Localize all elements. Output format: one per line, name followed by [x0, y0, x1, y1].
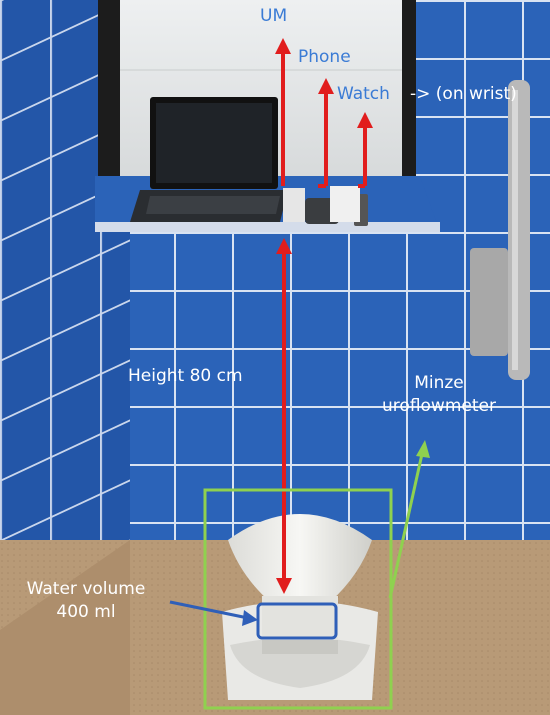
grab-bar [508, 80, 530, 380]
arrow-head-watch [357, 112, 373, 128]
water-volume-highlight-box [256, 602, 338, 640]
arrow-head-phone [318, 78, 334, 94]
grab-bar-plate [470, 248, 508, 356]
label-phone: Phone [298, 47, 351, 67]
label-minze-uroflowmeter: Minze uroflowmeter [354, 372, 524, 418]
water-volume-pointer-line [169, 600, 249, 620]
arrow-head-height-bottom [276, 578, 292, 594]
measurement-arrows [281, 50, 367, 584]
label-water-volume-line1: Water volume [26, 579, 146, 599]
label-water-volume: Water volume 400 ml [6, 578, 166, 624]
label-on-wrist: -> (on wrist) [410, 84, 517, 104]
label-um: UM [260, 6, 288, 26]
arrow-head-height-top [276, 238, 292, 254]
label-uroflowmeter: uroflowmeter [382, 395, 496, 416]
tiled-side-wall [0, 0, 130, 630]
label-watch: Watch [337, 84, 390, 104]
uroflowmeter-pointer-line [388, 453, 424, 599]
arrow-head-um [275, 38, 291, 54]
uroflowmeter-funnel [228, 514, 372, 602]
label-minze: Minze [414, 373, 464, 393]
label-water-volume-line2: 400 ml [56, 601, 116, 622]
uroflowmeter-highlight-box [203, 488, 393, 710]
label-height: Height 80 cm [128, 366, 243, 386]
